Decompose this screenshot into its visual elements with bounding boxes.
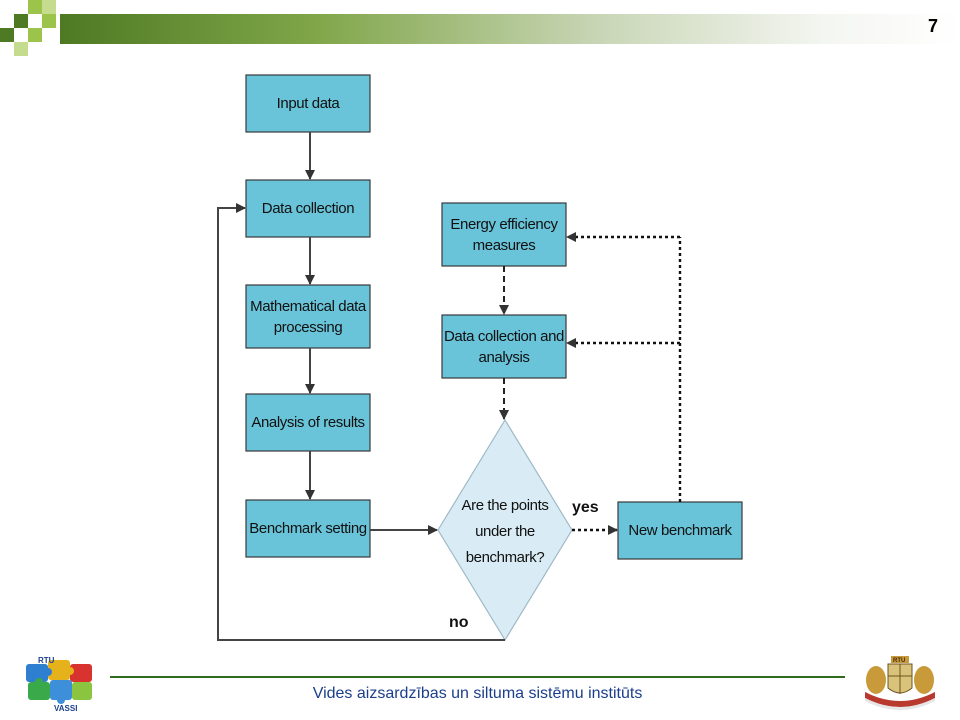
data-collection-box: Data collection — [245, 179, 371, 238]
header-decor-square — [14, 42, 28, 56]
new-benchmark-label: New benchmark — [628, 522, 732, 539]
rtu-crest-logo: RTU — [865, 656, 935, 710]
analysis-results-box: Analysis of results — [245, 393, 371, 452]
data-collection-analysis-label-1: Data collection and — [444, 328, 564, 345]
energy-measures-box: Energy efficiency measures — [441, 202, 567, 267]
data-collection-analysis-label-2: analysis — [479, 349, 530, 366]
footer-institute-name: Vides aizsardzības un siltuma sistēmu in… — [312, 685, 643, 702]
vassi-logo-bottom-text: VASSI — [54, 704, 77, 713]
math-processing-box: Mathematical data processing — [245, 284, 371, 349]
data-collection-analysis-box: Data collection and analysis — [441, 314, 567, 379]
footer-divider — [110, 676, 845, 678]
header-decor-square — [14, 14, 28, 28]
decision-label-2: under the — [475, 523, 535, 540]
vassi-logo-top-text: RTU — [38, 656, 55, 665]
rtu-crest-text: RTU — [893, 658, 905, 664]
analysis-results-label: Analysis of results — [251, 414, 364, 431]
input-data-box: Input data — [245, 74, 371, 133]
header-decor-square — [0, 28, 14, 42]
input-data-label: Input data — [277, 95, 341, 112]
decision-label-1: Are the points — [462, 497, 549, 514]
data-collection-label: Data collection — [262, 200, 354, 217]
header-decor-square — [42, 0, 56, 14]
math-processing-label-1: Mathematical data — [250, 298, 367, 315]
arrow-no-loop — [217, 203, 505, 641]
energy-measures-label-1: Energy efficiency — [450, 216, 558, 233]
energy-measures-label-2: measures — [473, 237, 536, 254]
decision-diamond: Are the points under the benchmark? — [437, 418, 573, 642]
no-label: no — [449, 614, 469, 631]
header-gradient-bar — [60, 14, 960, 44]
benchmark-setting-label: Benchmark setting — [249, 520, 366, 537]
page-number: 7 — [927, 16, 938, 36]
vassi-logo: RTU VASSI — [26, 656, 92, 713]
decision-label-3: benchmark? — [466, 549, 545, 566]
math-processing-label-2: processing — [274, 319, 343, 336]
yes-label: yes — [572, 499, 599, 516]
header-decor-square — [28, 0, 42, 14]
header-decor-square — [42, 14, 56, 28]
header-decor-square — [28, 28, 42, 42]
benchmark-setting-box: Benchmark setting — [245, 499, 371, 558]
new-benchmark-box: New benchmark — [617, 501, 743, 560]
